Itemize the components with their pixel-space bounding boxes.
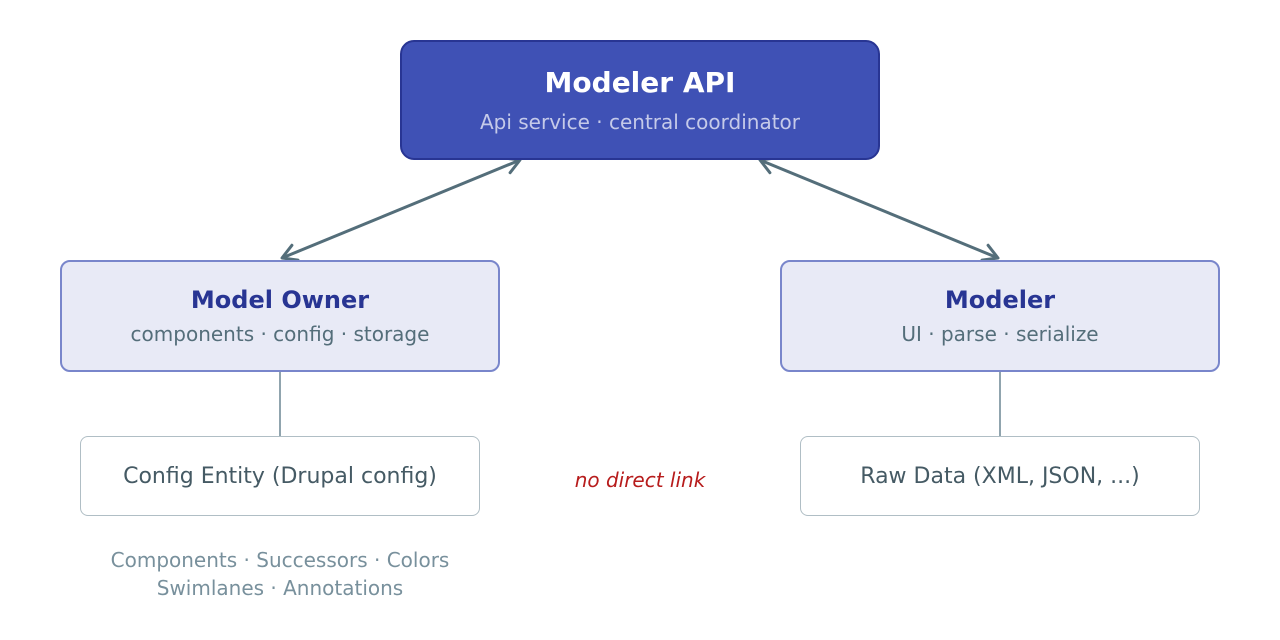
model-owner-subtitle: components · config · storage bbox=[130, 322, 430, 346]
model-owner-title: Model Owner bbox=[190, 286, 370, 314]
modeler-api-node: Modeler API Api service · central coordi… bbox=[400, 40, 880, 160]
modeler-title: Modeler bbox=[944, 286, 1056, 314]
modeler-api-title: Modeler API bbox=[544, 66, 736, 99]
modeler-node: Modeler UI · parse · serialize bbox=[780, 260, 1220, 372]
raw-data-label: Raw Data (XML, JSON, ...) bbox=[860, 463, 1140, 489]
model-owner-node: Model Owner components · config · storag… bbox=[60, 260, 500, 372]
config-entity-label: Config Entity (Drupal config) bbox=[123, 463, 437, 489]
config-entity-node: Config Entity (Drupal config) bbox=[80, 436, 480, 516]
config-entity-caption-line-1: Components · Successors · Colors bbox=[110, 548, 450, 572]
no-direct-link-note: no direct link bbox=[574, 468, 706, 492]
modeler-subtitle: UI · parse · serialize bbox=[901, 322, 1099, 346]
raw-data-node: Raw Data (XML, JSON, ...) bbox=[800, 436, 1200, 516]
modeler-api-subtitle: Api service · central coordinator bbox=[479, 110, 801, 134]
config-entity-caption-line-2: Swimlanes · Annotations bbox=[156, 576, 404, 600]
api-modeler-arrow bbox=[758, 156, 1000, 262]
config-entity-caption: Components · Successors · Colors Swimlan… bbox=[80, 546, 480, 602]
api-model-owner-arrow bbox=[280, 156, 522, 262]
